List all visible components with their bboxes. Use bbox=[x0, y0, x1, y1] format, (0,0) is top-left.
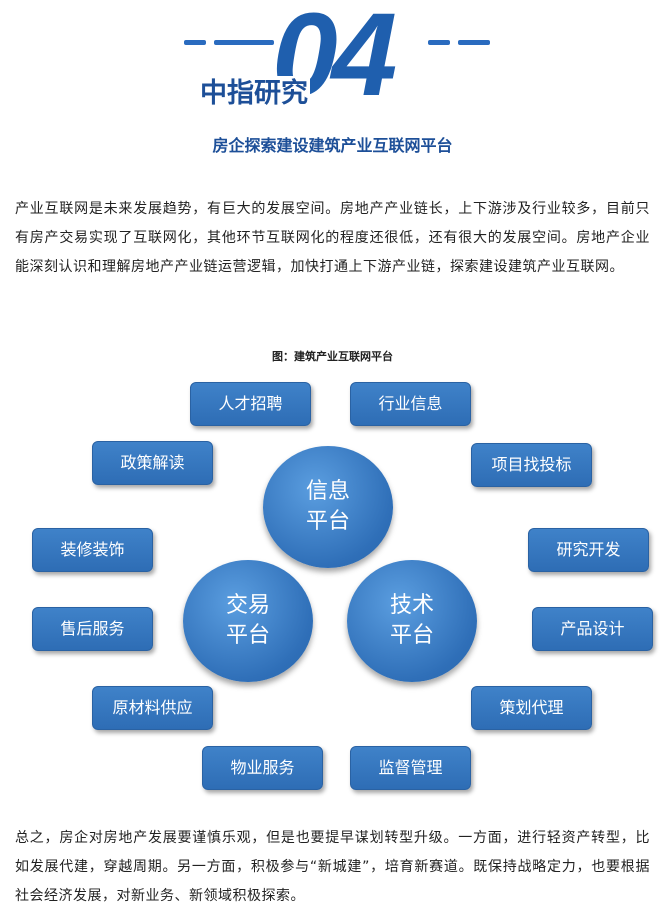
decor-dash bbox=[214, 40, 274, 45]
platform-diagram: 信息 平台 交易 平台 技术 平台 人才招聘 行业信息 政策解读 项目找投标 装… bbox=[0, 370, 665, 810]
node-property: 物业服务 bbox=[202, 746, 323, 790]
node-materials: 原材料供应 bbox=[92, 686, 213, 730]
tech-platform: 技术 平台 bbox=[347, 560, 477, 682]
section-title: 房企探索建设建筑产业互联网平台 bbox=[212, 136, 453, 155]
conclusion-paragraph: 总之，房企对房地产发展要谨慎乐观，但是也要提早谋划转型升级。一方面，进行轻资产转… bbox=[15, 830, 650, 904]
trade-platform-line2: 平台 bbox=[225, 623, 270, 648]
node-recruit: 人才招聘 bbox=[190, 382, 311, 426]
node-supervision: 监督管理 bbox=[350, 746, 471, 790]
brand-name: 中指研究 bbox=[198, 76, 310, 112]
info-platform-line2: 平台 bbox=[305, 509, 350, 534]
node-rnd: 研究开发 bbox=[528, 528, 649, 572]
node-product-design: 产品设计 bbox=[532, 607, 653, 651]
intro-paragraph: 产业互联网是未来发展趋势，有巨大的发展空间。房地产产业链长，上下游涉及行业较多，… bbox=[15, 201, 650, 275]
info-platform: 信息 平台 bbox=[263, 446, 393, 568]
info-platform-line1: 信息 bbox=[305, 479, 350, 504]
node-agency: 策划代理 bbox=[471, 686, 592, 730]
header: 04 中指研究 房企探索建设建筑产业互联网平台 bbox=[0, 0, 665, 170]
trade-platform: 交易 平台 bbox=[183, 560, 313, 682]
figure-caption: 图：建筑产业互联网平台 bbox=[272, 350, 393, 363]
node-industry-info: 行业信息 bbox=[350, 382, 471, 426]
decor-dash bbox=[428, 40, 450, 45]
node-decoration: 装修装饰 bbox=[32, 528, 153, 572]
node-bidding: 项目找投标 bbox=[471, 443, 592, 487]
trade-platform-line1: 交易 bbox=[225, 593, 270, 618]
tech-platform-line2: 平台 bbox=[389, 623, 434, 648]
decor-dash bbox=[458, 40, 490, 45]
node-policy: 政策解读 bbox=[92, 441, 213, 485]
decor-dash bbox=[184, 40, 206, 45]
node-after-sales: 售后服务 bbox=[32, 607, 153, 651]
tech-platform-line1: 技术 bbox=[389, 593, 434, 618]
